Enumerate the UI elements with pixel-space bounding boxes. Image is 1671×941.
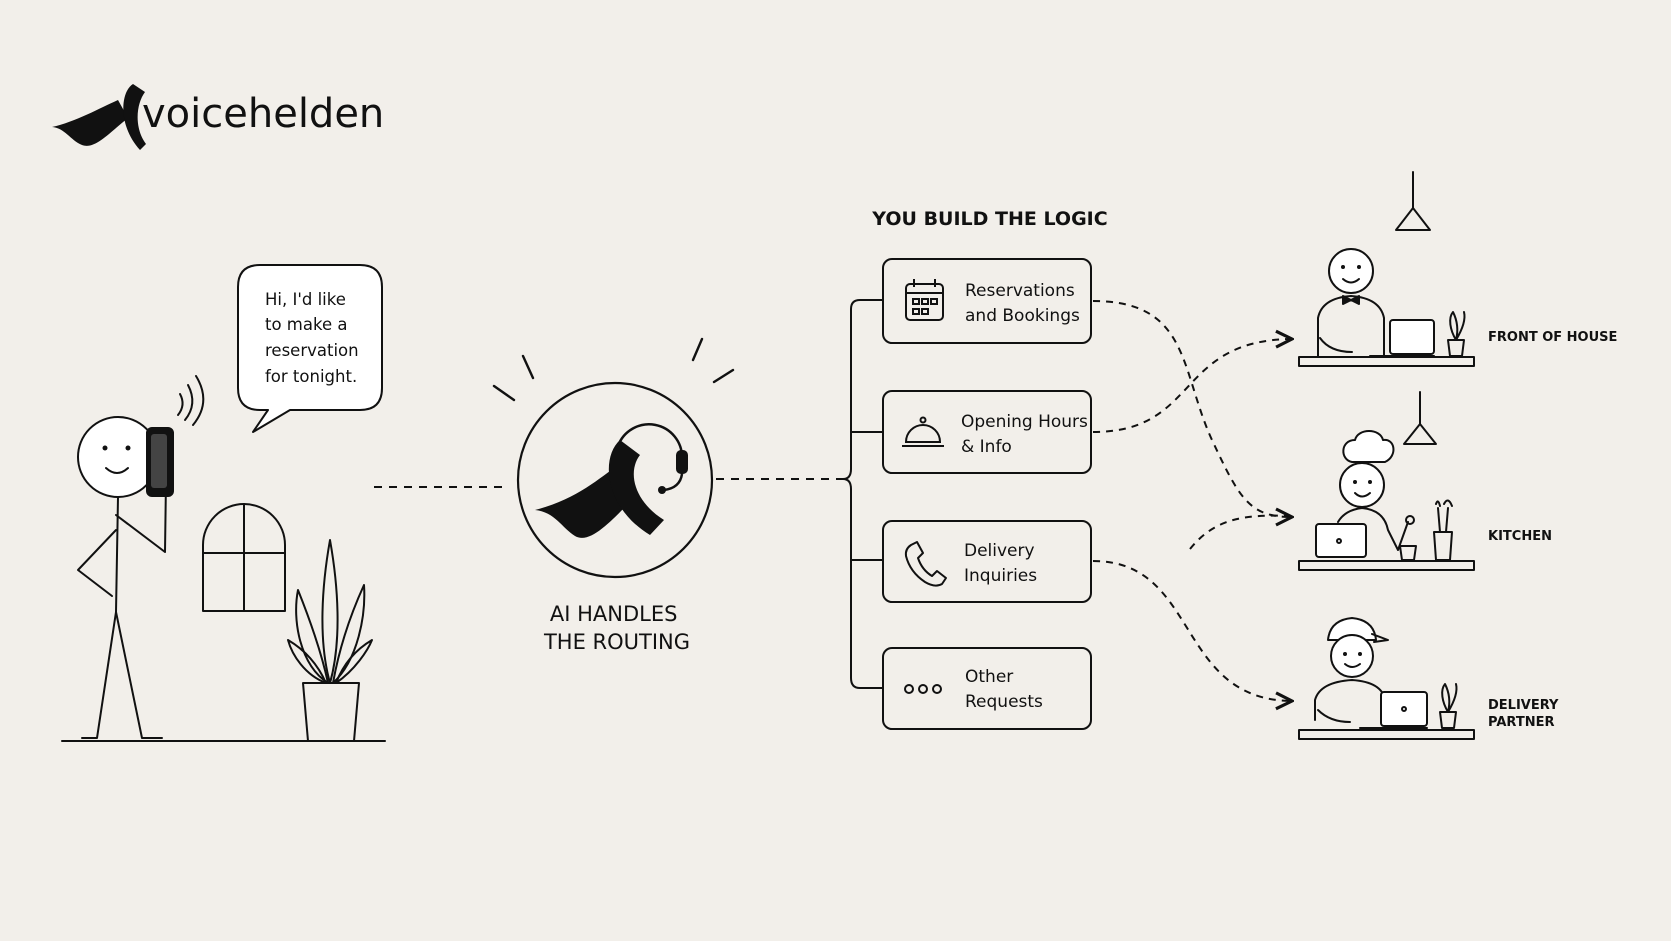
cap-icon — [1327, 617, 1377, 641]
arrow-other-to-kitchen — [1189, 514, 1293, 550]
speech-line: to make a — [265, 315, 347, 334]
hub-label-line: AI HANDLES — [550, 602, 678, 626]
destinations: FRONT OF HOUSE KITCHEN — [1298, 171, 1617, 740]
destination-label: KITCHEN — [1488, 529, 1552, 544]
arrow-info-to-front-of-house — [1092, 339, 1292, 433]
svg-text:Delivery Inquiries: Delivery Inquiries — [964, 541, 1040, 586]
option-label-line: Delivery — [964, 541, 1035, 561]
caller-scene — [61, 375, 386, 742]
plant-icon — [1439, 711, 1457, 729]
delivery-partner-station: DELIVERY PARTNER — [1298, 617, 1563, 740]
potted-plant-icon — [287, 539, 373, 742]
option-label-line: Reservations — [965, 281, 1075, 301]
utensil-jar-icon — [1433, 531, 1453, 561]
option-label-line: Opening Hours — [961, 412, 1088, 432]
logic-title: YOU BUILD THE LOGIC — [871, 208, 1107, 230]
brand-name: voicehelden — [142, 91, 384, 137]
caller-figure — [77, 416, 167, 739]
speech-line: Hi, I'd like — [265, 290, 346, 309]
destination-label: FRONT OF HOUSE — [1488, 330, 1617, 345]
hub-label: AI HANDLES THE ROUTING — [543, 602, 690, 654]
sound-waves-icon — [177, 375, 205, 426]
option-label-line: Requests — [965, 692, 1043, 712]
headset-cape-phone-icon — [535, 423, 688, 538]
option-other: Other Requests — [882, 647, 1092, 730]
cape-phone-logo-icon — [52, 84, 146, 150]
option-opening-hours: Opening Hours & Info — [882, 390, 1093, 474]
logic-section: YOU BUILD THE LOGIC Reservations and Boo… — [871, 208, 1108, 730]
phone-icon — [904, 541, 947, 587]
option-label-line: Inquiries — [964, 566, 1037, 586]
arrow-delivery-to-partner — [1092, 560, 1292, 701]
options-bracket — [842, 299, 883, 689]
handset-icon — [146, 427, 174, 497]
svg-text:Opening Hours & Info: Opening Hours & Info — [961, 412, 1093, 457]
option-label-line: Other — [965, 667, 1013, 687]
chef-hat-icon — [1342, 430, 1395, 463]
option-label-line: & Info — [961, 437, 1012, 457]
option-delivery: Delivery Inquiries — [882, 520, 1092, 603]
cloche-icon — [902, 416, 944, 447]
window-icon — [202, 503, 286, 612]
cup-icon — [1399, 545, 1417, 561]
ai-hub: AI HANDLES THE ROUTING — [492, 337, 735, 654]
spark-lines-icon — [492, 337, 735, 402]
svg-text:Reservations and Booki: Reservations and Bookings — [965, 281, 1080, 326]
svg-text:Other Requests: Other Requests — [965, 667, 1043, 712]
hub-label-line: THE ROUTING — [543, 630, 690, 654]
destination-label-line: DELIVERY — [1488, 698, 1559, 713]
speech-line: for tonight. — [265, 367, 357, 386]
laptop-icon — [1380, 691, 1428, 727]
option-label-line: and Bookings — [965, 306, 1080, 326]
arrow-reservations-to-kitchen — [1092, 300, 1292, 517]
plant-icon — [1447, 339, 1465, 357]
routing-arrows — [1092, 300, 1293, 701]
speech-bubble: Hi, I'd like to make a reservation for t… — [237, 264, 383, 433]
destination-label: DELIVERY PARTNER — [1488, 698, 1563, 730]
pendant-lamp-shade — [1395, 207, 1431, 231]
speech-line: reservation — [265, 341, 359, 360]
speech-text: Hi, I'd like to make a reservation for t… — [265, 290, 364, 386]
brand-logo: voicehelden — [52, 84, 384, 150]
laptop-icon — [1389, 319, 1435, 355]
calendar-icon — [905, 279, 944, 321]
dots-icon — [904, 684, 942, 694]
destination-label-line: PARTNER — [1488, 715, 1554, 730]
front-of-house-station: FRONT OF HOUSE — [1298, 171, 1617, 367]
option-reservations: Reservations and Bookings — [882, 258, 1092, 344]
kitchen-station: KITCHEN — [1298, 391, 1552, 571]
